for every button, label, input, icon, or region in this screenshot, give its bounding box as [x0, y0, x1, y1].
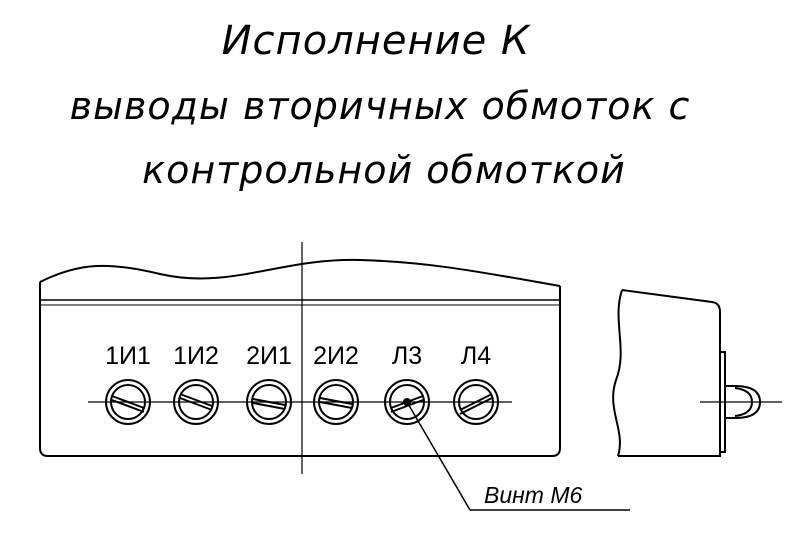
- terminal-label-5: Л3: [392, 342, 422, 370]
- terminal-label-1: 1И1: [105, 342, 151, 370]
- side-view-outline: [618, 289, 721, 457]
- callout-label: Винт М6: [484, 482, 582, 508]
- screw-2И2: [313, 379, 359, 425]
- screw-Л4: [453, 379, 499, 425]
- side-view-break-line: [612, 289, 623, 457]
- terminal-label-2: 1И2: [173, 342, 219, 370]
- side-view-screw-cap: [734, 387, 754, 417]
- screw-2И1: [246, 379, 292, 425]
- side-view-screw-head: [724, 385, 762, 419]
- terminal-label-6: Л4: [461, 342, 491, 370]
- terminal-label-4: 2И2: [313, 342, 359, 370]
- callout-dot: [403, 398, 411, 406]
- callout-leader: [406, 401, 471, 511]
- diagram-title: Исполнение К: [221, 18, 531, 64]
- diagram-subtitle-line-1: выводы вторичных обмоток с: [69, 84, 691, 128]
- screw-1И1: [105, 379, 151, 425]
- box-break-line: [39, 258, 561, 287]
- diagram-subtitle-line-2: контрольной обмоткой: [142, 148, 626, 192]
- screw-1И2: [173, 379, 219, 425]
- terminal-label-3: 2И1: [246, 342, 292, 370]
- box-outline: [39, 282, 561, 457]
